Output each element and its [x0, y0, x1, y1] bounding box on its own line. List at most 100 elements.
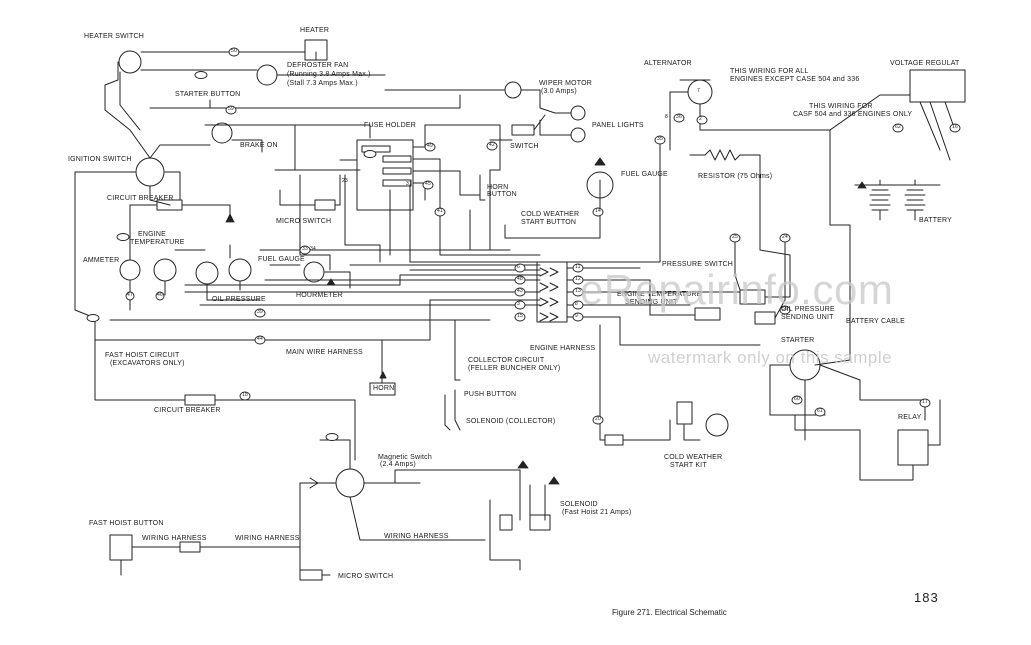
fuse-2: [382, 155, 412, 163]
label-horn-button-2: BUTTON: [487, 191, 517, 198]
wire-number: 56: [782, 306, 788, 312]
wire-number: 43: [517, 288, 523, 294]
wire-number: 49: [427, 143, 433, 149]
label-panel-lights: PANEL LIGHTS: [592, 122, 644, 129]
brake-on-light-symbol: [211, 122, 233, 144]
label-collector-circuit-1: COLLECTOR CIRCUIT: [468, 357, 545, 364]
wire-number: 24: [782, 234, 788, 240]
label-fast-hoist-circuit-1: FAST HOIST CIRCUIT: [105, 352, 180, 359]
label-horn: HORN: [373, 385, 395, 392]
label-voltage-regulator: VOLTAGE REGULAT: [890, 60, 960, 67]
label-solenoid: SOLENOID: [560, 501, 598, 508]
wire-number: 60: [794, 396, 800, 402]
wire-number: 18: [242, 392, 248, 398]
cold-weather-canister: [676, 401, 693, 425]
label-resistor: RESISTOR (75 Ohms): [698, 173, 773, 180]
wire-number: 9: [575, 313, 578, 319]
wire-number: 47: [127, 292, 133, 298]
label-wiper-amps: (3.0 Amps): [541, 88, 577, 95]
label-engine-temp-2: TEMPERATURE: [130, 239, 185, 246]
label-micro-switch-bottom: MICRO SWITCH: [338, 573, 394, 580]
wire-number: 25: [732, 234, 738, 240]
label-wiring-harness-b: WIRING HARNESS: [235, 535, 300, 542]
label-pressure-switch: PRESSURE SWITCH: [662, 261, 734, 268]
wire-number: 8: [575, 301, 578, 307]
panel-light-lower-symbol: [570, 127, 586, 143]
label-circuit-breaker-top: CIRCUIT BREAKER: [107, 195, 174, 202]
label-hourmeter: HOURMETER: [296, 292, 343, 299]
ground-symbols: [225, 181, 867, 485]
wiper-motor-symbol: [504, 81, 522, 99]
watermark-note: watermark only on this sample: [648, 348, 893, 367]
label-fuel-gauge-right: FUEL GAUGE: [621, 171, 668, 178]
label-wiring-harness-a: WIRING HARNESS: [142, 535, 207, 542]
label-push-button: PUSH BUTTON: [464, 391, 517, 398]
fuse-3: [382, 167, 412, 175]
wire-number: 13: [575, 288, 581, 294]
watermark-site: eRepairinfo.com: [580, 266, 894, 313]
label-relay: RELAY: [898, 414, 922, 421]
wire-number: 17: [922, 399, 928, 405]
engine-temp-sender-symbol: [694, 307, 721, 321]
label-fuse-holder: FUSE HOLDER: [364, 122, 416, 129]
wire-number: 14: [595, 208, 601, 214]
label-wiring-all-2: ENGINES EXCEPT CASE 504 and 336: [730, 76, 860, 83]
label-defroster-running: (Running 3.8 Amps Max.): [287, 71, 371, 78]
label-ignition-switch: IGNITION SWITCH: [68, 156, 132, 163]
fuse-holder-block: [356, 139, 414, 211]
wire-number: 50: [231, 48, 237, 54]
label-wiring-all-1: THIS WIRING FOR ALL: [730, 68, 809, 75]
wire-number: 33: [302, 246, 308, 252]
panel-light-upper-symbol: [570, 105, 586, 121]
fuse-1: [361, 145, 391, 153]
wire-number: 23: [342, 178, 348, 184]
label-starter-button: STARTER BUTTON: [175, 91, 241, 98]
label-cold-weather-kit-2: START KIT: [670, 462, 707, 469]
wire-number: 45: [425, 181, 431, 187]
label-heater-switch: HEATER SWITCH: [84, 33, 145, 40]
label-battery: BATTERY: [919, 217, 953, 224]
wire-number: 44: [257, 336, 263, 342]
ammeter-gauge: [119, 259, 141, 281]
wire-number: 35: [657, 136, 663, 142]
label-circuit-breaker-bottom: CIRCUIT BREAKER: [154, 407, 221, 414]
label-heater: HEATER: [300, 27, 330, 34]
label-alternator: ALTERNATOR: [644, 60, 692, 67]
ignition-switch-symbol: [135, 157, 165, 187]
label-cold-weather-kit-1: COLD WEATHER: [664, 454, 723, 461]
label-defroster-stall: (Stall 7.3 Amps Max.): [287, 80, 358, 87]
voltage-regulator-box: [909, 69, 966, 103]
wire-number: 2: [699, 116, 702, 122]
label-cold-weather-1: COLD WEATHER: [521, 211, 580, 218]
label-magnetic-switch-2: (2.4 Amps): [380, 461, 416, 468]
wire-number: 7: [697, 88, 700, 94]
circuit-breaker-bottom-symbol: [184, 394, 216, 406]
label-engine-temp-sending-2: SENDING UNIT: [625, 299, 678, 306]
wire-number: 42: [489, 142, 495, 148]
wire-number: 41: [437, 208, 443, 214]
wire-number: 46: [157, 292, 163, 298]
label-cold-weather-2: START BUTTON: [521, 219, 577, 226]
wire-number: 11: [575, 264, 581, 270]
label-magnetic-switch-1: Magnetic Switch: [378, 454, 432, 461]
defroster-fan-symbol: [256, 64, 278, 86]
label-collector-circuit-2: (FELLER BUNCHER ONLY): [468, 365, 561, 372]
engine-temp-gauge: [153, 258, 177, 282]
label-horn-button-1: HORN: [487, 184, 509, 191]
label-solenoid-detail: (Fast Hoist 21 Amps): [562, 509, 632, 516]
label-solenoid-collector: SOLENOID (COLLECTOR): [466, 418, 556, 425]
figure-caption: Figure 271. Electrical Schematic: [612, 608, 727, 617]
label-oil-pressure-sending-2: SENDING UNIT: [781, 314, 834, 321]
wire-number-markers: [86, 47, 961, 441]
page-number: 183: [914, 590, 939, 605]
label-wiring-case: CASF 504 and 336 ENGINES ONLY: [793, 111, 913, 118]
alternator-symbol: [687, 79, 713, 105]
wire-number: 20: [595, 416, 601, 422]
micro-switch-top-symbol: [314, 199, 336, 211]
label-fuel-gauge-left: FUEL GAUGE: [258, 256, 305, 263]
wire-number: 34: [310, 246, 316, 252]
wire-number: 8: [665, 114, 668, 120]
label-ammeter: AMMETER: [83, 257, 120, 264]
fast-hoist-button-symbol: [109, 534, 133, 561]
